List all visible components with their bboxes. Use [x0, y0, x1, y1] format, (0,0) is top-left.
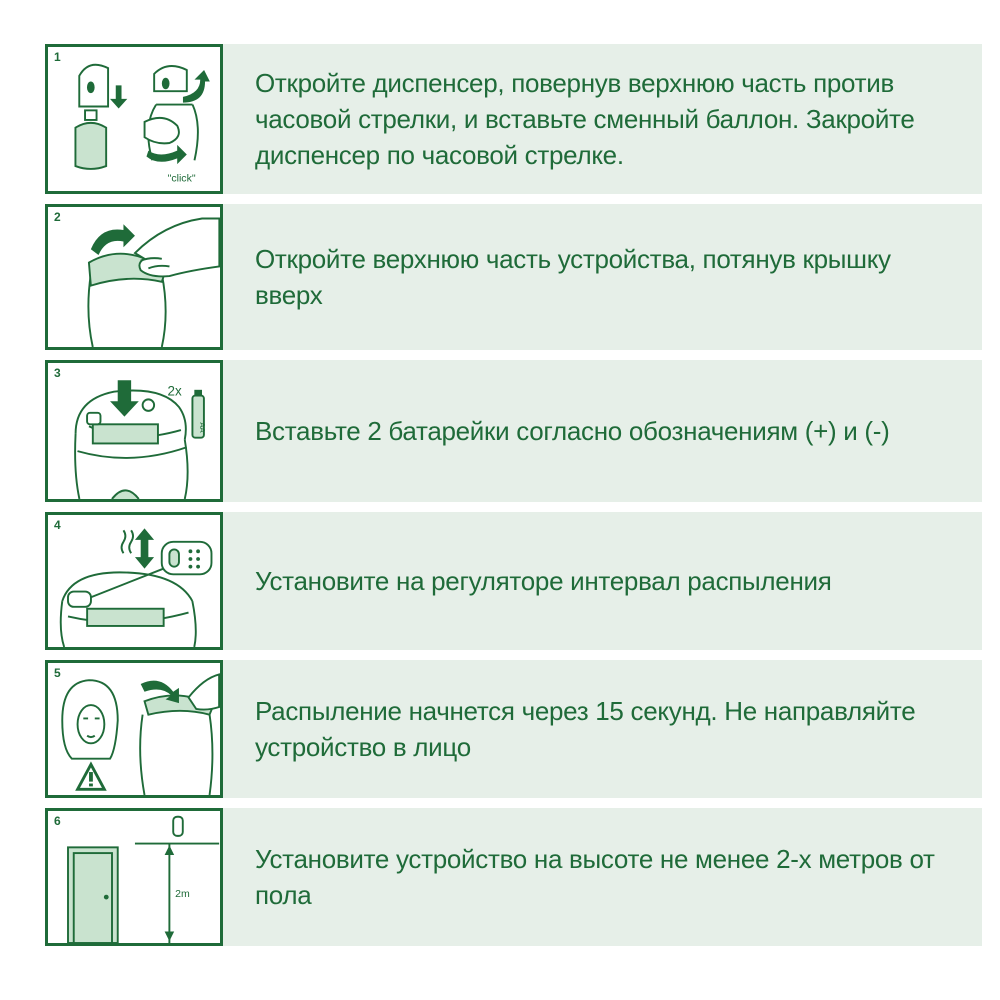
step-number: 4: [54, 518, 61, 532]
step-1-illustration: "click" 1: [45, 44, 223, 194]
step-number: 2: [54, 210, 61, 224]
step-6: 2m 6 Установите устройство на высоте не …: [45, 808, 982, 946]
click-label: "click": [168, 172, 196, 184]
step-text: Установите на регуляторе интервал распыл…: [255, 566, 832, 596]
dispenser-refill-icon: "click": [74, 63, 210, 184]
step-3: 2x AA 3 Вставьте 2 батарейки согласно об…: [45, 360, 982, 502]
step-text: Вставьте 2 батарейки согласно обозначени…: [255, 416, 890, 446]
interval-switch-icon: [59, 528, 213, 647]
wall-height-icon: 2m: [67, 815, 220, 943]
battery-type-label: AA: [198, 422, 207, 433]
warning-face-icon: [61, 673, 220, 795]
step-number: 5: [54, 666, 61, 680]
battery-count-label: 2x: [168, 384, 182, 399]
step-4-illustration: 4: [45, 512, 223, 650]
battery-insert-icon: 2x AA: [74, 380, 207, 499]
step-6-illustration: 2m 6: [45, 808, 223, 946]
step-5: 5 Распыление начнется через 15 секунд. Н…: [45, 660, 982, 798]
step-text: Установите устройство на высоте не менее…: [255, 844, 935, 910]
step-2-illustration: 2: [45, 204, 223, 350]
step-number: 1: [54, 50, 61, 64]
step-text: Откройте верхнюю часть устройства, потян…: [255, 244, 891, 310]
step-text: Откройте диспенсер, повернув верхнюю час…: [255, 68, 915, 170]
step-5-illustration: 5: [45, 660, 223, 798]
step-number: 3: [54, 366, 61, 380]
step-text: Распыление начнется через 15 секунд. Не …: [255, 696, 916, 762]
step-1: "click" 1 Откройте диспенсер, повернув в…: [45, 44, 982, 194]
step-2: 2 Откройте верхнюю часть устройства, пот…: [45, 204, 982, 350]
step-3-illustration: 2x AA 3: [45, 360, 223, 502]
step-number: 6: [54, 814, 61, 828]
step-4: 4 Установите на регуляторе интервал расп…: [45, 512, 982, 650]
height-label: 2m: [175, 888, 190, 900]
open-lid-icon: [87, 217, 220, 347]
